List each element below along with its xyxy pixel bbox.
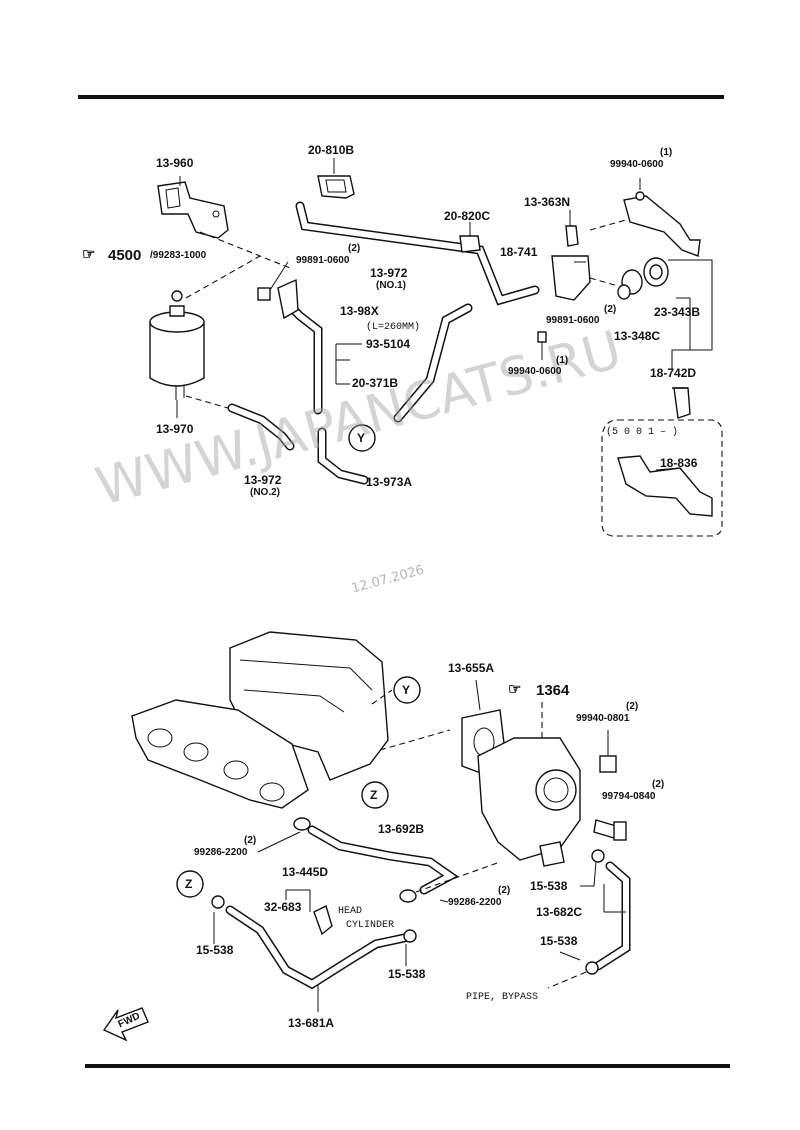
part-label-13-692b: 13-692B [378, 822, 425, 836]
part-label-99891-0600: 99891-0600 [296, 255, 350, 266]
qty-label: (2) [348, 243, 361, 254]
qty-label: (2) [652, 779, 665, 790]
part-label-99286-2200: 99286-2200 [194, 847, 248, 858]
part-label-99940-0600: 99940-0600 [610, 159, 664, 170]
bolt-99794-0840 [593, 819, 627, 841]
part-label-20-371b: 20-371B [352, 376, 399, 390]
part-label-99286-2200-b: 99286-2200 [448, 897, 502, 908]
part-label-4500: 4500 [108, 247, 142, 264]
solenoid-13-363n [551, 225, 591, 301]
part-label-99794-0840: 99794-0840 [602, 791, 656, 802]
part-label-13-972-no2: 13-972 [244, 473, 282, 487]
part-label-13-960: 13-960 [156, 156, 194, 170]
throttle-body-1364 [477, 737, 581, 867]
pipe-bypass-text: PIPE, BYPASS [466, 992, 539, 1003]
part-label-13-445d: 13-445D [282, 865, 329, 879]
part-label-20-820c: 20-820C [444, 209, 491, 223]
part-label-99891-0600-right: 99891-0600 [546, 315, 600, 326]
serial-note: (5 0 0 1 – ) [606, 427, 679, 438]
part-label-20-810b: 20-810B [308, 143, 355, 157]
part-sub-label: (NO.1) [376, 280, 406, 291]
qty-label: (2) [498, 885, 511, 896]
cylinder-text: CYLINDER [346, 920, 395, 931]
part-label-13-682c: 13-682C [536, 905, 583, 919]
clamp-15-538-a [211, 895, 225, 909]
ref-circle-y-top [348, 424, 376, 452]
part-label-93-5104: 93-5104 [366, 337, 411, 351]
part-label-13-970: 13-970 [156, 422, 194, 436]
part-label-15-538: 15-538 [388, 967, 426, 981]
part-label-18-742d: 18-742D [650, 366, 697, 380]
part-label-99940-0600-bottom: 99940-0600 [508, 366, 562, 377]
part-label-15-538: 15-538 [540, 934, 578, 948]
part-label-15-538: 15-538 [530, 879, 568, 893]
part-label-13-973a: 13-973A [366, 475, 413, 489]
bracket-top-right [623, 191, 701, 257]
pointer-hand-icon: ☞ [508, 681, 522, 698]
part-label-13-681a: 13-681A [288, 1016, 335, 1030]
part-label-13-655a: 13-655A [448, 661, 495, 675]
clamp-99286-a [293, 817, 311, 831]
bracket-18-836 [617, 455, 713, 517]
qty-label: (2) [244, 835, 257, 846]
clip-20-810b [317, 175, 355, 199]
ref-letter-y: Y [357, 431, 366, 445]
bracket-32-683 [313, 905, 333, 936]
ref-circle-z-top [361, 781, 389, 809]
part-label-99283: /99283-1000 [150, 250, 207, 261]
part-label-13-348c: 13-348C [614, 329, 661, 343]
clamp-15-538-b [591, 849, 605, 863]
qty-label: (2) [626, 701, 639, 712]
qty-label: (2) [604, 304, 617, 315]
ref-circle-z-left [176, 870, 204, 898]
intake-manifold [131, 631, 389, 809]
qty-label: (1) [556, 355, 569, 366]
serial-box [601, 419, 723, 537]
bolt-99891-left [257, 287, 271, 301]
part-label-99940-0801: 99940-0801 [576, 713, 630, 724]
part-label-18-741: 18-741 [500, 245, 538, 259]
pointer-hand-icon: ☞ [82, 246, 96, 263]
nut-99940-0801 [599, 755, 617, 773]
clamp-99286-b [399, 889, 417, 903]
part-label-13-972: 13-972 [370, 266, 408, 280]
clamp-15-538-d [403, 929, 417, 943]
part-label-1364: 1364 [536, 682, 570, 699]
part-label-15-538: 15-538 [196, 943, 234, 957]
ref-letter-z: Z [185, 877, 193, 891]
spacer-13-348c [617, 269, 643, 300]
clip-20-820c [459, 235, 481, 253]
ref-letter-y: Y [402, 683, 411, 697]
ref-circle-y-bottom [393, 676, 421, 704]
stud-18-742d [673, 387, 691, 419]
part-label-13-363n: 13-363N [524, 195, 571, 209]
part-label-23-343b: 23-343B [654, 305, 701, 319]
part-sub-label: (NO.2) [250, 487, 280, 498]
clamp-15-538-c [585, 961, 599, 975]
fwd-arrow-icon [102, 1007, 149, 1042]
part-label-13-98x: 13-98X [340, 304, 379, 318]
qty-label: (1) [660, 147, 673, 158]
ref-letter-z: Z [370, 788, 378, 802]
bracket-13-98x [277, 278, 299, 320]
part-label-18-836: 18-836 [660, 456, 698, 470]
head-text: HEAD [338, 906, 363, 917]
bracket-13-960 [157, 181, 229, 239]
grommet-23-343b [643, 257, 669, 287]
part-label-32-683: 32-683 [264, 900, 302, 914]
canister-13-970 [149, 290, 205, 400]
length-note: (L=260MM) [366, 322, 421, 333]
